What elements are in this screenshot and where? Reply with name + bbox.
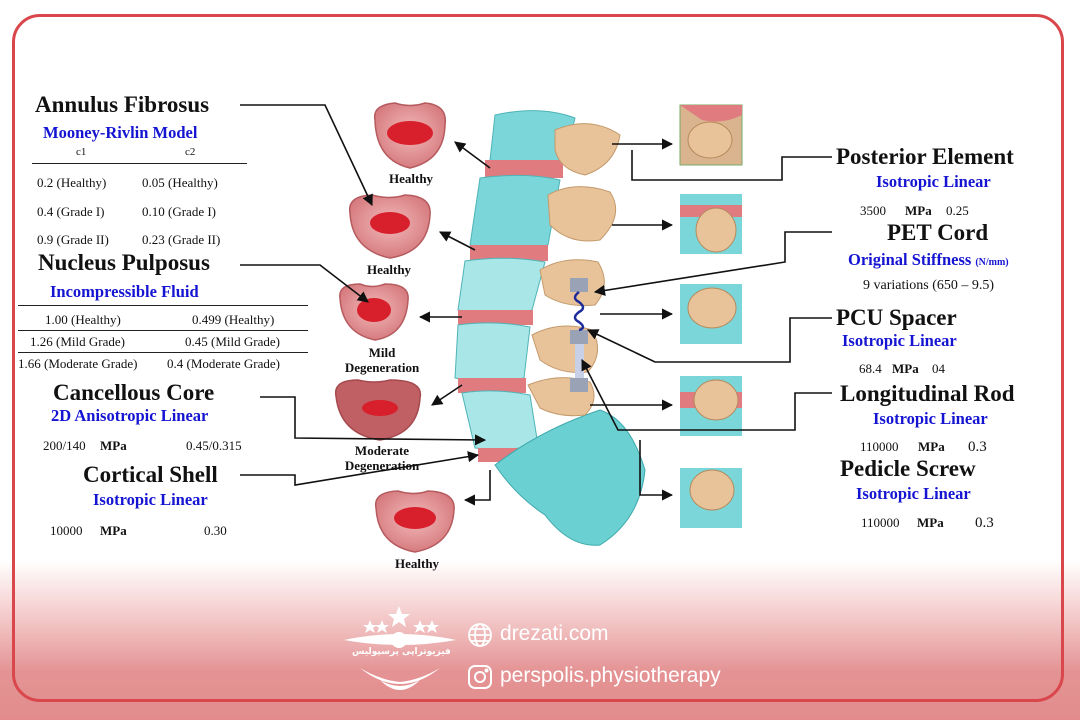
nucleus-model: Incompressible Fluid [50, 282, 199, 301]
posterior-ratio: 0.25 [946, 203, 969, 218]
nucleus-row2-c1: 1.26 (Mild Grade) [30, 334, 125, 349]
spine-bodies [454, 110, 646, 546]
annulus-c1-header: c1 [76, 146, 87, 158]
detail-thumb-2 [680, 194, 742, 254]
annulus-row3-c1: 0.9 (Grade II) [37, 232, 109, 247]
rod-model: Isotropic Linear [873, 409, 988, 428]
disc-section-5 [374, 490, 455, 553]
disc-section-1 [373, 102, 447, 169]
detail-thumb-4 [680, 376, 742, 436]
disc-section-4 [334, 379, 422, 441]
instagram-icon [468, 665, 492, 689]
cortical-value: 10000 [50, 523, 83, 538]
annulus-c2-header: c2 [185, 146, 196, 158]
disc-label-2: Healthy [367, 262, 412, 277]
connector-lines [240, 104, 832, 506]
pcu-title: PCU Spacer [836, 305, 957, 330]
dynamic-stabilization-implant [570, 278, 588, 392]
brand-logo-text: فیزیوتراپی پرسپولیس [352, 647, 451, 657]
pet-model: Original Stiffness [848, 250, 972, 269]
cortical-unit: MPa [100, 523, 127, 538]
annulus-row1-c1: 0.2 (Healthy) [37, 175, 107, 190]
page-frame [12, 14, 1064, 702]
globe-icon [468, 623, 492, 647]
pet-value: 9 variations (650 – 9.5) [863, 278, 995, 293]
pcu-unit: MPa [892, 361, 919, 376]
rod-ratio: 0.3 [968, 439, 987, 455]
pet-model-unit: (N/mm) [975, 257, 1009, 268]
cancellous-ratio: 0.45/0.315 [186, 438, 242, 453]
nucleus-row1-c1: 1.00 (Healthy) [45, 312, 121, 327]
nucleus-divider-mid [18, 330, 308, 331]
cancellous-title: Cancellous Core [53, 380, 215, 405]
nucleus-row3-c2: 0.4 (Moderate Grade) [167, 356, 280, 371]
posterior-value: 3500 [860, 203, 886, 218]
posterior-model: Isotropic Linear [876, 172, 991, 191]
annulus-row1-c2: 0.05 (Healthy) [142, 175, 218, 190]
pcu-value: 68.4 [859, 361, 882, 376]
screw-model: Isotropic Linear [856, 484, 971, 503]
cancellous-model: 2D Anisotropic Linear [51, 406, 209, 425]
annulus-title: Annulus Fibrosus [35, 92, 210, 117]
posterior-unit: MPa [905, 203, 932, 218]
annulus-row3-c2: 0.23 (Grade II) [142, 232, 221, 247]
screw-unit: MPa [917, 515, 944, 530]
disc-label-5: Healthy [395, 556, 440, 571]
disc-label-3: Mild Degeneration [344, 345, 420, 375]
annulus-divider [32, 163, 247, 164]
disc-label-1: Healthy [389, 171, 434, 186]
website-link[interactable]: drezati.com [500, 622, 609, 645]
cortical-title: Cortical Shell [83, 462, 218, 487]
screw-title: Pedicle Screw [840, 456, 976, 481]
screw-ratio: 0.3 [975, 515, 994, 531]
annulus-row2-c2: 0.10 (Grade I) [142, 204, 216, 219]
rod-unit: MPa [918, 439, 945, 454]
rod-title: Longitudinal Rod [840, 381, 1015, 406]
nucleus-row2-c2: 0.45 (Mild Grade) [185, 334, 280, 349]
pcu-model: Isotropic Linear [842, 331, 957, 350]
cancellous-value: 200/140 [43, 438, 86, 453]
cortical-ratio: 0.30 [204, 523, 227, 538]
disc-label-4: Moderate Degeneration [344, 443, 420, 473]
nucleus-row1-c2: 0.499 (Healthy) [192, 312, 275, 327]
instagram-link[interactable]: perspolis.physiotherapy [500, 664, 721, 687]
nucleus-row3-c1: 1.66 (Moderate Grade) [18, 356, 138, 371]
rod-value: 110000 [860, 439, 899, 454]
disc-section-2 [348, 194, 431, 259]
cancellous-unit: MPa [100, 438, 127, 453]
nucleus-divider-low [18, 352, 308, 353]
pet-model-line: Original Stiffness (N/mm) [848, 250, 1009, 270]
posterior-title: Posterior Element [836, 144, 1014, 169]
nucleus-divider-top [18, 305, 308, 306]
pcu-ratio: 04 [932, 361, 945, 376]
annulus-row2-c1: 0.4 (Grade I) [37, 204, 105, 219]
detail-thumb-1 [679, 104, 743, 166]
pet-title: PET Cord [887, 220, 989, 245]
brand-logo-graphic [344, 606, 456, 690]
cortical-model: Isotropic Linear [93, 490, 208, 509]
footer-gradient-band [0, 560, 1080, 720]
detail-thumb-5 [680, 468, 742, 528]
detail-thumb-3 [680, 284, 742, 344]
annulus-model: Mooney-Rivlin Model [43, 123, 198, 142]
nucleus-title: Nucleus Pulposus [38, 250, 210, 275]
screw-value: 110000 [861, 515, 900, 530]
